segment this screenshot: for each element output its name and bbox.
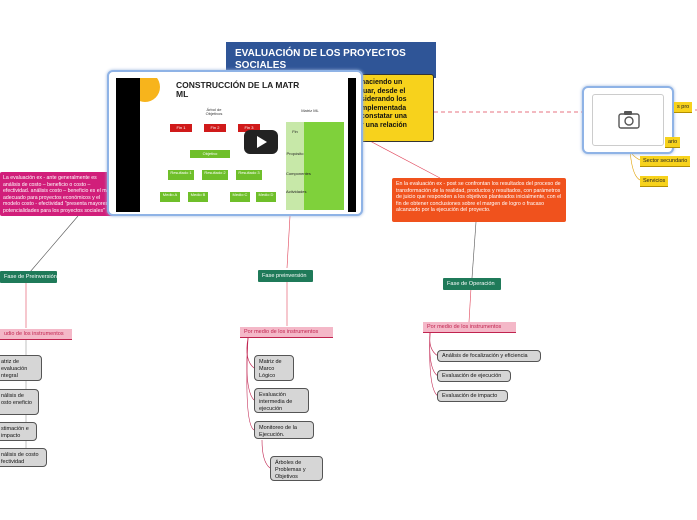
- yellow-line: constatar una: [361, 113, 407, 121]
- center-item[interactable]: Evaluación intermedia de ejecución: [254, 388, 309, 413]
- slide-title: CONSTRUCCIÓN DE LA MATR ML: [176, 81, 299, 99]
- left-item[interactable]: nálisis de osto eneficio: [0, 389, 39, 415]
- video-frame[interactable]: CONSTRUCCIÓN DE LA MATR ML Árbol de Obje…: [116, 78, 356, 212]
- fin-box: Fin 3: [238, 124, 260, 132]
- ex-post-node[interactable]: En la evaluación ex - post se confrontan…: [392, 178, 566, 222]
- left-item[interactable]: stimación e impacto: [0, 422, 37, 441]
- root-title-text: EVALUACIÓN DE LOS PROYECTOS SOCIALES: [235, 48, 406, 71]
- arbol-label-line: Objetivos: [205, 111, 223, 117]
- medio-box: Medio C: [230, 192, 250, 202]
- right-item[interactable]: Evaluación de impacto: [437, 390, 508, 402]
- yellow-line: haciendo un: [361, 79, 403, 86]
- left-item[interactable]: atriz de evaluación ntegral: [0, 355, 42, 381]
- branch-item[interactable]: ario: [665, 137, 681, 148]
- phase-operacion[interactable]: Fase de Operación: [443, 278, 501, 290]
- fin-box: Fin 2: [204, 124, 226, 132]
- medio-box: Medio A: [160, 192, 180, 202]
- play-icon[interactable]: [244, 130, 278, 154]
- center-item[interactable]: Matriz de Marco Lógico: [254, 355, 294, 381]
- fin-box: Fin 1: [170, 124, 192, 132]
- matrix-row-label: Actividades: [286, 189, 307, 194]
- arbol-label-line: Árbol de: [206, 107, 222, 112]
- matriz-label: Matriz ML: [301, 108, 319, 113]
- right-item[interactable]: Evaluación de ejecución: [437, 370, 511, 382]
- yellow-line: siderando los: [361, 96, 407, 104]
- center-item[interactable]: Árboles de Problemas y Objetivos: [270, 456, 323, 481]
- image-node[interactable]: [582, 86, 674, 154]
- camera-icon: [618, 111, 640, 129]
- partial-branch-label[interactable]: s pro: [674, 102, 693, 113]
- video-embed[interactable]: CONSTRUCCIÓN DE LA MATR ML Árbol de Obje…: [107, 70, 363, 216]
- slide-decoration: [140, 78, 160, 102]
- instruments-center[interactable]: Por medio de los instrumentos: [240, 327, 333, 338]
- medio-box: Medio D: [256, 192, 276, 202]
- center-item[interactable]: Monitoreo de la Ejecución.: [254, 421, 314, 439]
- phase-preinversion-center[interactable]: Fase preinversión: [258, 270, 313, 282]
- medio-box: Medio B: [188, 192, 208, 202]
- yellow-line: r una relación: [361, 121, 407, 129]
- instruments-right[interactable]: Por medio de los instrumentos: [423, 322, 516, 333]
- video-slide: CONSTRUCCIÓN DE LA MATR ML Árbol de Obje…: [140, 78, 348, 212]
- resultado-box: Resultado 3: [236, 170, 262, 180]
- right-item[interactable]: Análisis de focalización y eficiencia: [437, 350, 541, 362]
- matrix-row-label: Propósito: [286, 151, 304, 156]
- image-placeholder: [592, 94, 664, 146]
- ex-ante-node[interactable]: La evaluación ex - ante generalmente es …: [0, 172, 118, 216]
- branch-item[interactable]: Servicios: [640, 176, 669, 187]
- matrix-row-label: Fin: [292, 129, 298, 134]
- matrix-first-col: [286, 122, 304, 210]
- matrix-row-label: Componentes: [286, 171, 311, 176]
- ex-ante-text: La evaluación ex - ante generalmente es …: [3, 175, 112, 214]
- yellow-line: luar, desde el: [361, 87, 406, 95]
- resultado-box: Resultado 2: [202, 170, 228, 180]
- ex-post-text: En la evaluación ex - post se confrontan…: [396, 181, 562, 214]
- arbol-label: Árbol de Objetivos: [196, 107, 232, 117]
- slide-title-line: ML: [176, 89, 189, 99]
- objetivo-box: Objetivo: [190, 150, 230, 158]
- branch-item[interactable]: Sector secundario: [640, 156, 691, 167]
- yellow-line: mplementada: [361, 104, 407, 112]
- resultado-box: Resultado 1: [168, 170, 194, 180]
- instruments-left[interactable]: udio de los instrumentos: [0, 329, 72, 340]
- slide-title-line: CONSTRUCCIÓN DE LA MATR: [176, 80, 300, 90]
- phase-preinversion-left[interactable]: Fase de Preinversión: [0, 271, 57, 283]
- left-item[interactable]: nálisis de costo fectividad: [0, 448, 47, 467]
